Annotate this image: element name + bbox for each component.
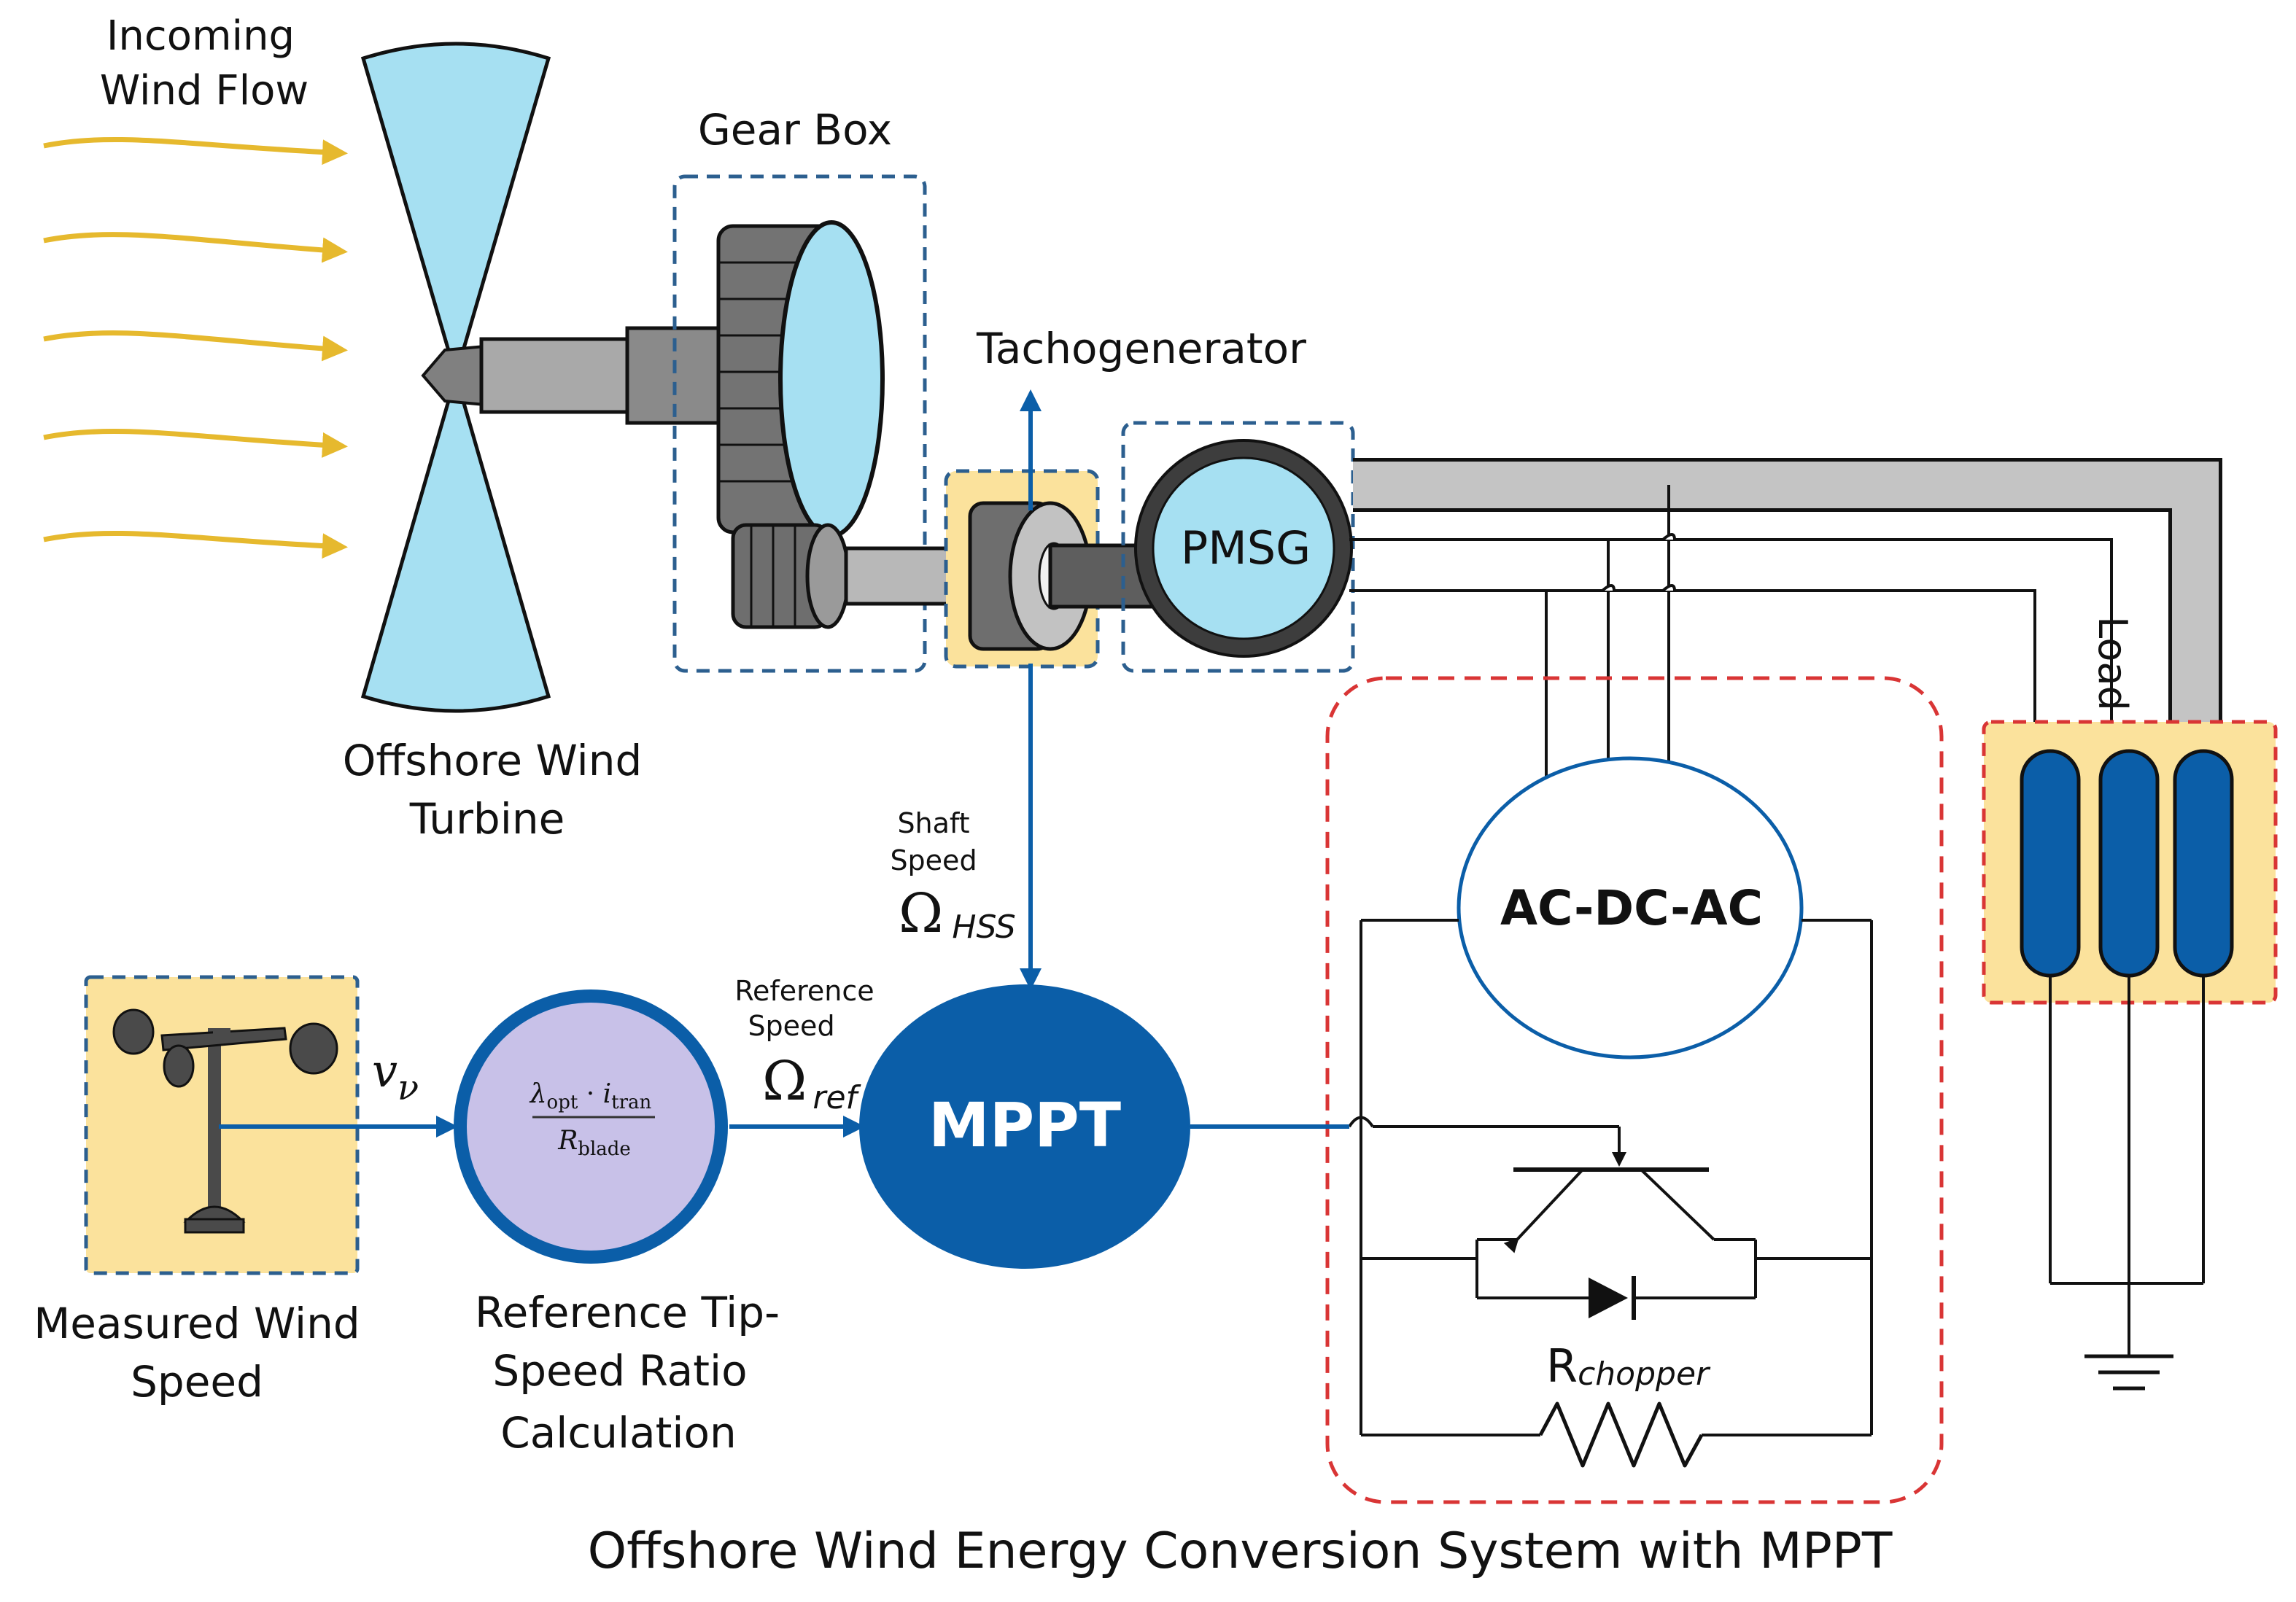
tsr-inner-disc [467, 1003, 715, 1251]
wind-speed-var-label: vν [372, 1044, 419, 1108]
tsr-formula-denominator: Rblade [557, 1126, 631, 1160]
reference-speed-label-1: Reference [734, 975, 874, 1007]
gear-box-frame [672, 174, 927, 673]
tsr-label-1: Reference Tip- [475, 1288, 780, 1337]
phase-line-2 [1349, 589, 2036, 736]
anemometer-icon [112, 1008, 338, 1234]
tachogenerator-label: Tachogenerator [976, 324, 1306, 373]
gray-bus-fill [1353, 462, 2219, 722]
gray-bus [1353, 458, 2222, 722]
turbine-blade-top [360, 42, 551, 382]
turbine-label-1: Offshore Wind [343, 736, 643, 785]
wind-arrow-3 [43, 330, 348, 362]
wind-arrow-2 [43, 232, 348, 263]
crossing-bump [1661, 584, 1676, 592]
diagram-title: Offshore Wind Energy Conversion System w… [588, 1523, 1893, 1580]
gear-box: Gear Box [672, 105, 980, 673]
chopper-resistor [1538, 1401, 1704, 1468]
converter-chopper: AC-DC-AC Rchopper [1325, 676, 1944, 1504]
r-chopper-label: Rchopper [1546, 1339, 1711, 1393]
igbt-collector [1640, 1168, 1715, 1241]
wind-arrow-1 [43, 136, 348, 166]
wind-arrow-4 [43, 429, 348, 458]
pmsg-inner-disc [1152, 456, 1335, 640]
load-resistor-1 [2020, 749, 2081, 978]
pmsg-generator: PMSG [1121, 421, 1355, 673]
tsr-label-2: Speed Ratio [492, 1346, 747, 1396]
pmsg-frame [1121, 421, 1355, 673]
pmsg-label: PMSG [1181, 521, 1311, 575]
mppt-label: MPPT [928, 1089, 1121, 1161]
incoming-wind-label-1: Incoming [106, 12, 295, 60]
tachogenerator: Tachogenerator [944, 324, 1306, 669]
tsr-formula-numerator: λopt · itran [529, 1079, 652, 1113]
converter-label: AC-DC-AC [1500, 880, 1763, 936]
reference-speed-label-2: Speed [748, 1010, 834, 1042]
gate-signal-hop [1348, 1116, 1374, 1128]
ac-dc-ac-converter [1457, 756, 1804, 1059]
load-resistor-3 [2173, 749, 2234, 978]
mppt-controller [859, 984, 1190, 1269]
gear-box-label: Gear Box [698, 105, 892, 155]
crossing-bump [1661, 533, 1676, 541]
tsr-label-3: Calculation [500, 1408, 737, 1458]
wind-arrow-5 [43, 530, 348, 559]
measured-wind-label-2: Speed [131, 1357, 263, 1407]
igbt-emitter [1503, 1168, 1584, 1253]
small-gear-face [805, 523, 850, 629]
load-resistor-2 [2098, 749, 2160, 978]
low-speed-shaft [479, 337, 633, 414]
converter-frame [1325, 676, 1944, 1504]
measured-wind-label-1: Measured Wind [34, 1299, 360, 1348]
shaft-speed-label-2: Speed [890, 844, 977, 876]
incoming-wind-label-2: Wind Flow [100, 67, 309, 114]
shaft-speed-label-1: Shaft [897, 807, 969, 839]
turbine-hub-nose [421, 344, 486, 407]
power-bus [1349, 458, 2222, 784]
big-gear-face [778, 220, 885, 538]
freewheel-diode [1589, 1278, 1628, 1318]
crossing-bump [1601, 584, 1616, 592]
offshore-wind-turbine: Offshore Wind Turbine [343, 42, 724, 844]
turbine-blade-bottom [360, 368, 551, 713]
load-label: Load [2090, 616, 2136, 711]
phase-line-1 [1349, 538, 2113, 736]
turbine-label-2: Turbine [409, 794, 565, 844]
incoming-wind-flow: Incoming Wind Flow [43, 12, 348, 559]
load: Load [1982, 616, 2278, 1391]
